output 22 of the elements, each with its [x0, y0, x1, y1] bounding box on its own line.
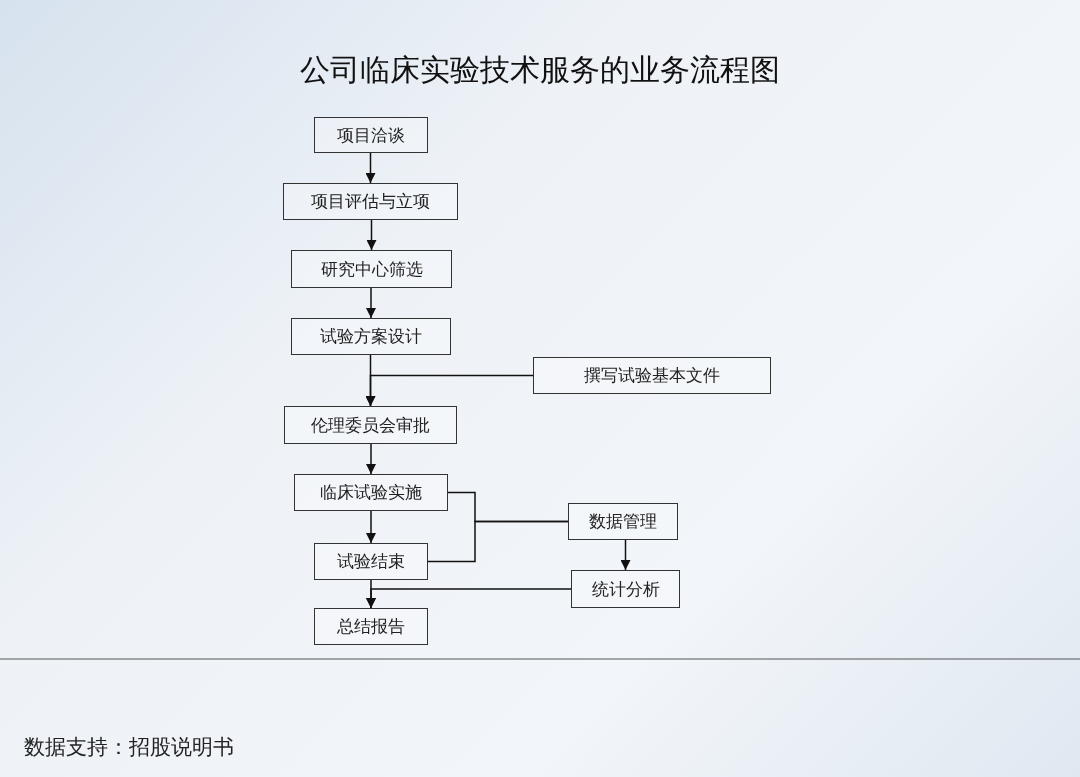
process-box: 试验结束: [314, 543, 428, 580]
arrow: [366, 219, 377, 251]
process-box: 数据管理: [568, 503, 678, 540]
process-box: 撰写试验基本文件: [533, 357, 771, 394]
arrow: [365, 152, 376, 184]
diagram-title: 公司临床实验技术服务的业务流程图: [300, 51, 780, 89]
process-box: 总结报告: [314, 608, 428, 645]
process-box: 研究中心筛选: [291, 250, 452, 288]
process-box: 统计分析: [571, 570, 680, 608]
arrow: [366, 443, 376, 475]
arrow: [366, 510, 376, 544]
source-note: 数据支持：招股说明书: [24, 734, 234, 761]
arrow: [366, 287, 376, 319]
arrow: [365, 374, 534, 407]
arrow: [620, 539, 631, 571]
process-box: 项目评估与立项: [283, 183, 458, 220]
process-box: 试验方案设计: [291, 318, 451, 355]
arrow: [366, 588, 572, 609]
process-box: 项目洽谈: [314, 117, 428, 153]
process-box: 临床试验实施: [294, 474, 448, 511]
connector-line: [427, 520, 569, 563]
process-box: 伦理委员会审批: [284, 406, 457, 444]
